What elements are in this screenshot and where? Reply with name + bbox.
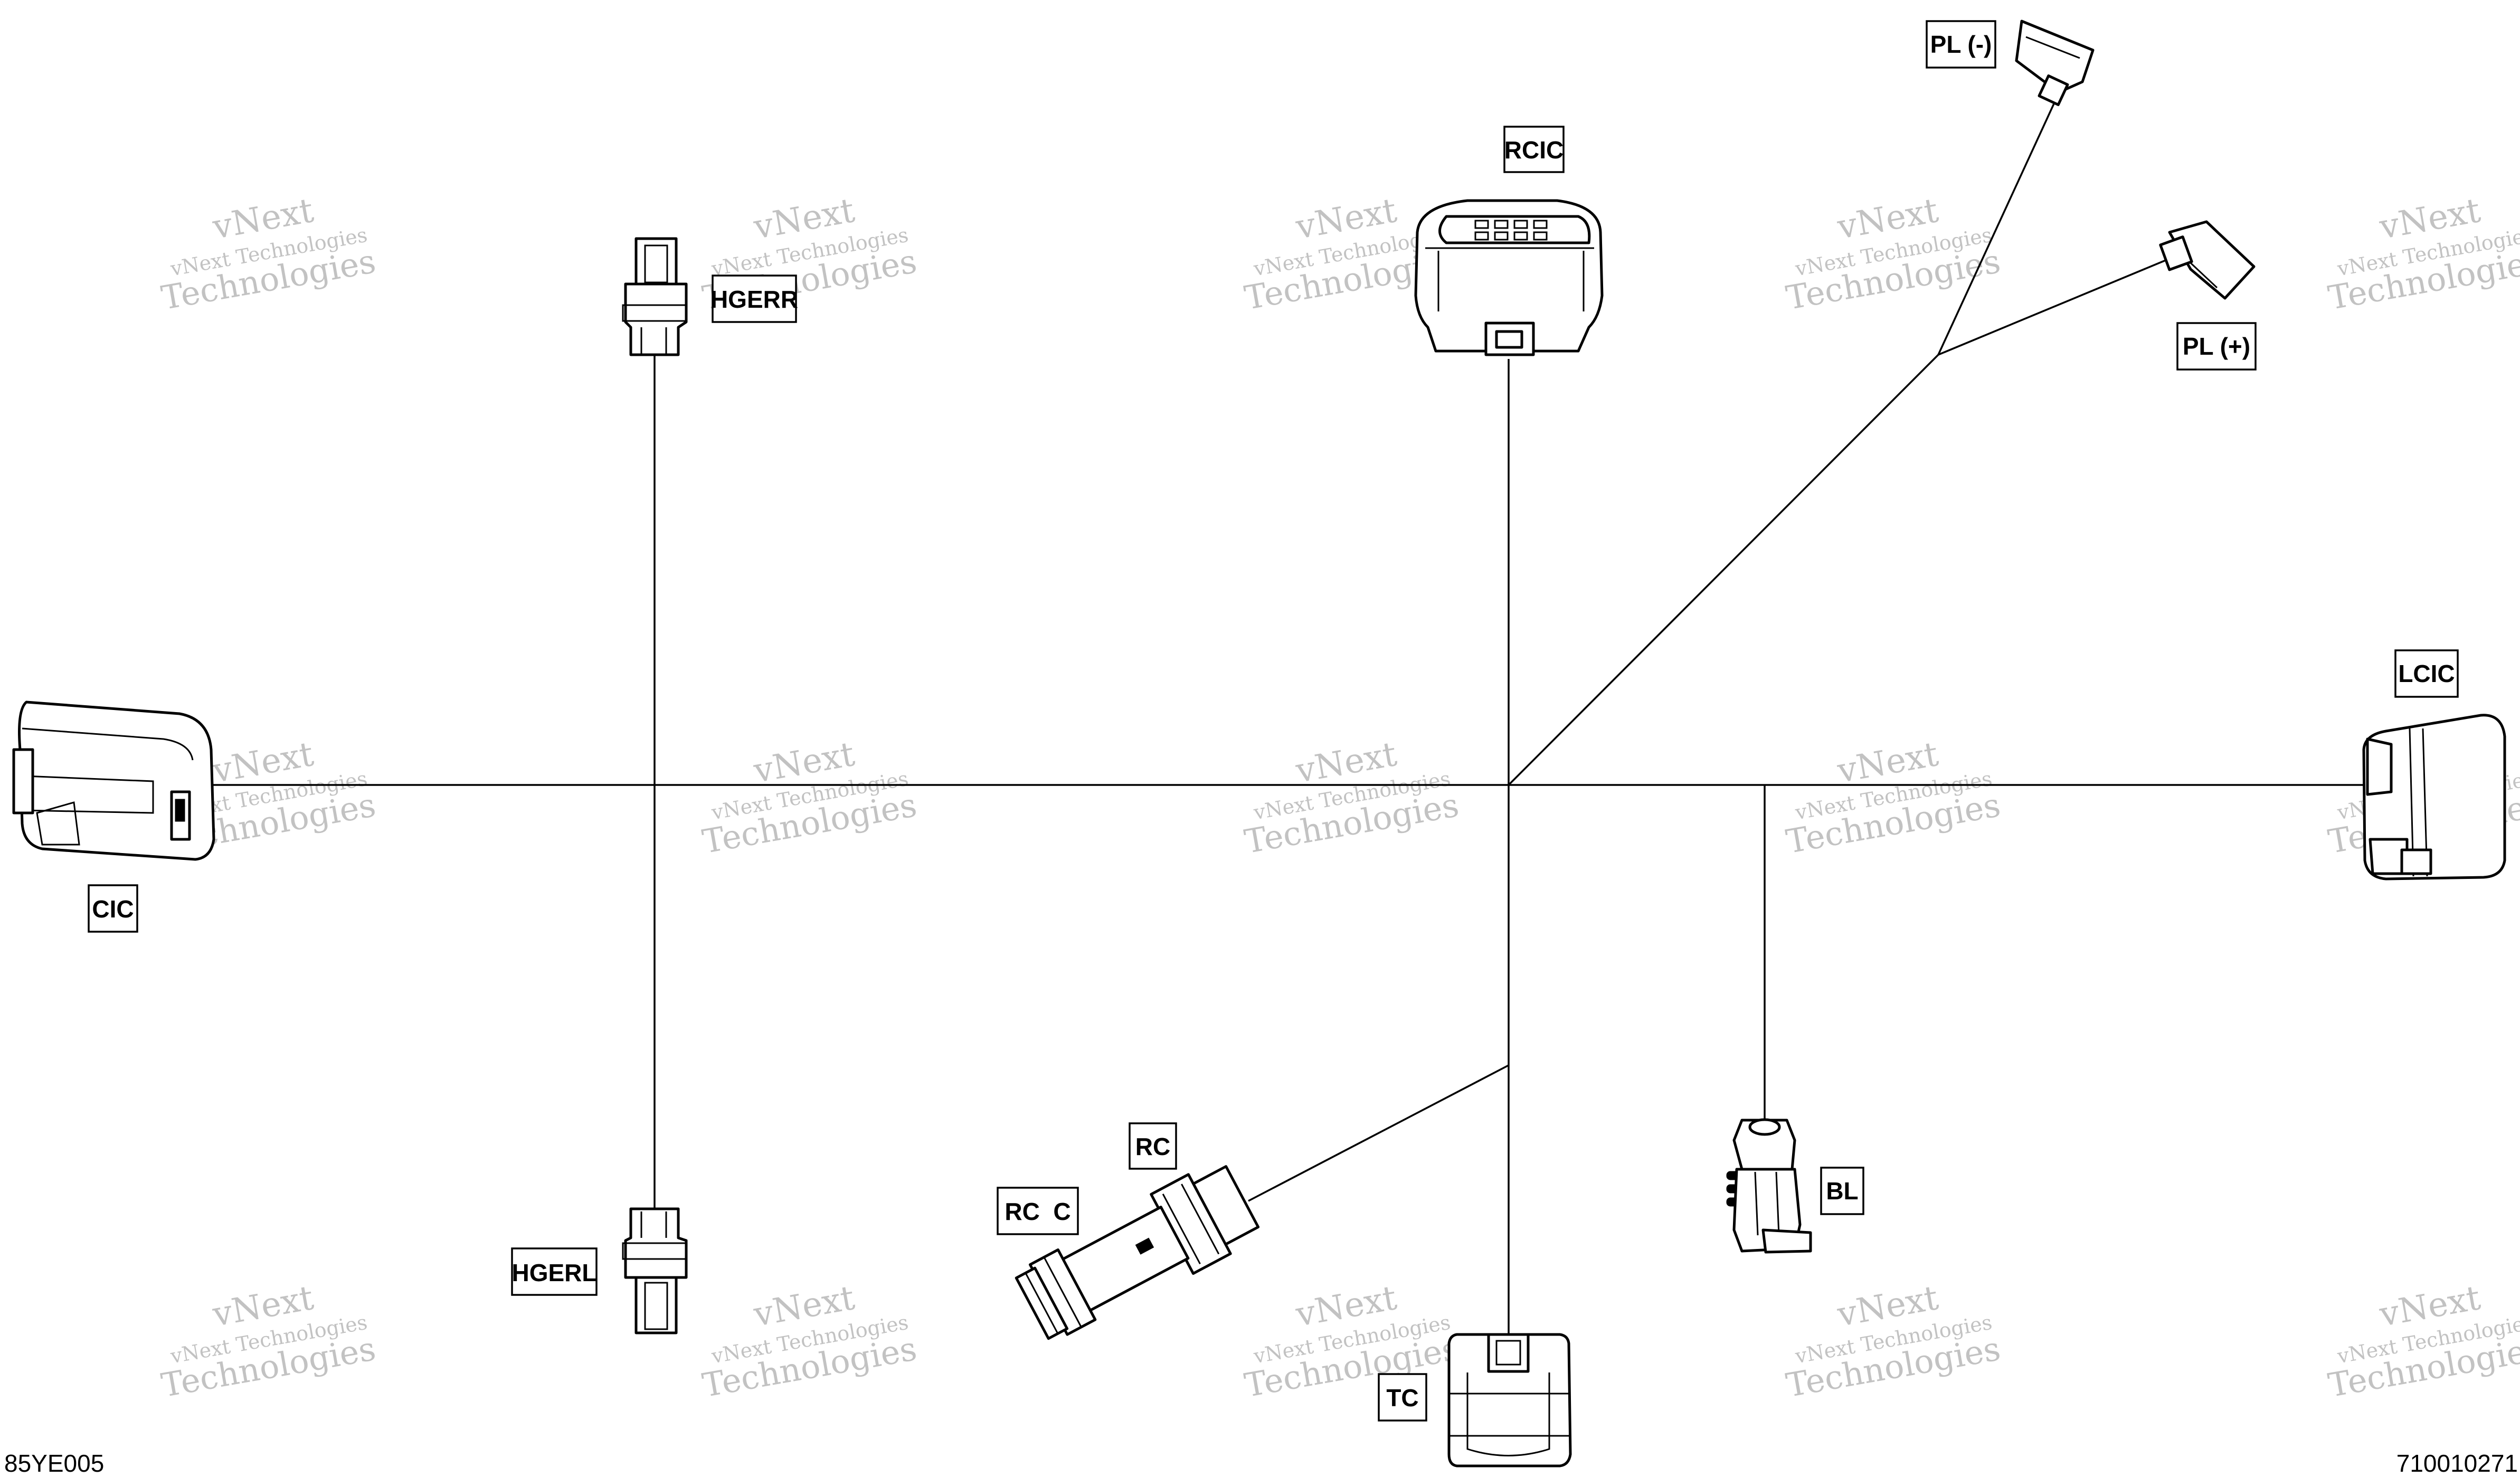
svg-text:TC: TC (1386, 1384, 1418, 1412)
wire-pl-diagonal (1508, 354, 1939, 786)
label-pl-minus: PL (-) (1926, 20, 1996, 69)
connector-pl-plus (2159, 220, 2256, 300)
wire-rc (1248, 1064, 1509, 1202)
connector-bl (1726, 1118, 1812, 1254)
svg-text:RC C: RC C (1005, 1198, 1070, 1225)
label-rc-c: RC C (997, 1187, 1079, 1235)
svg-text:CIC: CIC (92, 895, 134, 923)
part-number: 710010271 (2396, 1450, 2518, 1477)
connector-lcic (2362, 714, 2506, 880)
wire-pl-plus (1938, 258, 2170, 356)
connector-pl-minus (2015, 20, 2095, 106)
connector-labels: PL (-) PL (+) RCIC HGERR HGERL CIC LCIC (88, 20, 2459, 1422)
label-rcic: RCIC (1503, 126, 1565, 173)
label-rc: RC (1129, 1122, 1177, 1170)
label-pl-plus: PL (+) (2176, 322, 2257, 371)
connector-rc (1015, 1165, 1260, 1340)
svg-text:RC: RC (1135, 1133, 1170, 1160)
label-hgerr: HGERR (710, 274, 798, 323)
label-hgerl: HGERL (511, 1247, 598, 1296)
label-bl: BL (1820, 1167, 1864, 1215)
diagram-code: 85YE005 (4, 1450, 104, 1477)
connector-rcic (1414, 199, 1604, 356)
connector-hgerr (622, 237, 688, 356)
svg-text:HGERL: HGERL (512, 1259, 597, 1286)
harness-wires (201, 100, 2365, 1336)
label-tc: TC (1378, 1373, 1427, 1422)
label-cic: CIC (88, 884, 138, 933)
svg-text:BL: BL (1826, 1177, 1858, 1205)
connector-cic (12, 700, 215, 861)
svg-text:PL (+): PL (+) (2183, 333, 2250, 360)
connector-tc (1447, 1333, 1572, 1467)
connector-hgerl (622, 1207, 688, 1334)
svg-text:PL (-): PL (-) (1930, 31, 1992, 58)
svg-text:LCIC: LCIC (2398, 660, 2455, 687)
label-lcic: LCIC (2394, 649, 2459, 698)
svg-text:HGERR: HGERR (710, 286, 798, 313)
wire-pl-minus (1937, 100, 2057, 355)
svg-text:RCIC: RCIC (1504, 136, 1564, 164)
